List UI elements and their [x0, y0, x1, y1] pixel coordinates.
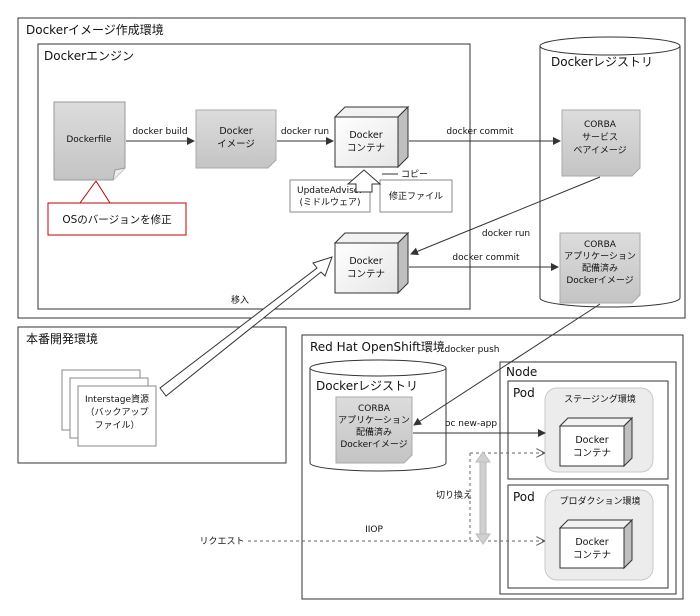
edge-docker-run-2: docker run — [410, 176, 601, 256]
frame-node-title: Node — [506, 365, 537, 379]
edge-docker-build: docker build — [126, 127, 195, 145]
edge-switch: 切り換え — [436, 451, 491, 545]
frame-engine-title: Dockerエンジン — [44, 49, 134, 63]
os-corba-app-line3: 配備済み — [356, 426, 392, 438]
container-2-line2: コンテナ — [347, 269, 385, 280]
updateadvisor-line2: (ミドルウェア) — [299, 197, 360, 208]
dockerfile-label: Dockerfile — [66, 135, 112, 145]
node-staging: ステージング環境 Docker コンテナ — [544, 387, 654, 473]
container-1-line1: Docker — [349, 130, 382, 141]
edge-move: 移入 — [159, 256, 333, 397]
staging-container-line1: Docker — [575, 435, 608, 446]
registry-title: Dockerレジストリ — [551, 55, 653, 69]
edge-docker-commit-1: docker commit — [409, 127, 561, 145]
production-label: プロダクション環境 — [559, 495, 640, 507]
edge-oc-new-app-label: oc new-app — [445, 419, 497, 429]
node-container-1: Docker コンテナ — [333, 105, 410, 169]
staging-label: ステージング環境 — [564, 393, 636, 405]
frame-openshift: Red Hat OpenShift環境 — [301, 334, 684, 600]
frame-prod-env-title: 本番開発環境 — [26, 331, 98, 346]
docker-image-line2: イメージ — [217, 139, 255, 150]
node-corba-app: CORBA アプリケーション 配備済み Dockerイメージ — [559, 232, 641, 304]
os-corba-app-line2: アプリケーション — [338, 415, 410, 426]
edge-docker-run-1: docker run — [277, 127, 334, 145]
corba-app-line4: Dockerイメージ — [566, 276, 633, 286]
switch-label: 切り換え — [436, 489, 472, 501]
frame-pod-2: Pod — [507, 484, 669, 589]
fix-file-label: 修正ファイル — [389, 190, 443, 202]
node-production: プロダクション環境 Docker コンテナ — [544, 489, 654, 581]
updateadvisor-line1: UpdateAdvisor — [297, 186, 363, 196]
node-docker-image: Docker イメージ — [195, 109, 277, 169]
frame-pod-1: Pod — [507, 380, 669, 480]
container-2-line1: Docker — [349, 256, 382, 267]
callout-os-fix-text: OSのバージョンを修正 — [62, 213, 171, 226]
edge-docker-commit-1-label: docker commit — [446, 127, 514, 137]
edge-move-label: 移入 — [231, 294, 249, 306]
edge-docker-push-label: docker push — [445, 345, 500, 355]
frame-engine: Dockerエンジン — [37, 43, 471, 310]
docker-image-line1: Docker — [219, 126, 252, 137]
node-corba-service: CORBA サービス ベアイメージ — [561, 109, 641, 177]
frame-main-title: Dockerイメージ作成環境 — [26, 22, 164, 37]
node-container-2: Docker コンテナ — [333, 231, 410, 295]
edge-docker-build-label: docker build — [132, 127, 187, 137]
container-1-line2: コンテナ — [347, 143, 385, 154]
callout-os-fix: OSのバージョンを修正 — [47, 180, 187, 236]
corba-app-line1: CORBA — [584, 240, 617, 250]
frame-node: Node — [499, 361, 677, 595]
pod-1-title: Pod — [513, 386, 535, 400]
edge-docker-commit-2-label: docker commit — [452, 253, 520, 263]
os-registry-title: Dockerレジストリ — [316, 379, 418, 393]
corba-app-line2: アプリケーション — [564, 251, 636, 262]
os-corba-app-line4: Dockerイメージ — [340, 440, 407, 450]
corba-app-line3: 配備済み — [582, 262, 618, 274]
production-container-line2: コンテナ — [573, 550, 611, 561]
corba-service-line3: ベアイメージ — [573, 146, 626, 156]
corba-service-line2: サービス — [582, 132, 618, 143]
os-corba-app-line1: CORBA — [358, 404, 391, 414]
edge-docker-run-1-label: docker run — [281, 127, 329, 137]
node-interstage: Interstage資源 （バックアップ ファイル） — [61, 369, 157, 447]
staging-container-line2: コンテナ — [573, 448, 611, 459]
iiop-label: IIOP — [365, 525, 383, 535]
copy-label: コピー — [401, 169, 428, 180]
frame-main: Dockerイメージ作成環境 — [17, 17, 686, 319]
edge-docker-run-2-label: docker run — [482, 229, 530, 239]
edge-oc-new-app: oc new-app — [413, 419, 546, 437]
node-fix-file: 修正ファイル — [379, 179, 453, 213]
frame-prod-env: 本番開発環境 — [17, 326, 287, 464]
pod-2-title: Pod — [513, 490, 535, 504]
edge-docker-push: docker push — [413, 303, 601, 426]
production-container-line1: Docker — [575, 537, 608, 548]
copy-arrow: コピー — [346, 169, 428, 193]
edge-docker-commit-2: docker commit — [409, 253, 559, 271]
interstage-line2: （バックアップ — [85, 407, 148, 418]
node-dockerfile: Dockerfile — [53, 101, 126, 181]
node-os-corba-app: CORBA アプリケーション 配備済み Dockerイメージ — [335, 396, 413, 464]
corba-service-line1: CORBA — [584, 120, 617, 130]
frame-openshift-title: Red Hat OpenShift環境 — [310, 339, 445, 354]
interstage-line3: ファイル） — [94, 420, 139, 431]
request-label: リクエスト — [199, 536, 244, 547]
interstage-line1: Interstage資源 — [85, 393, 149, 405]
